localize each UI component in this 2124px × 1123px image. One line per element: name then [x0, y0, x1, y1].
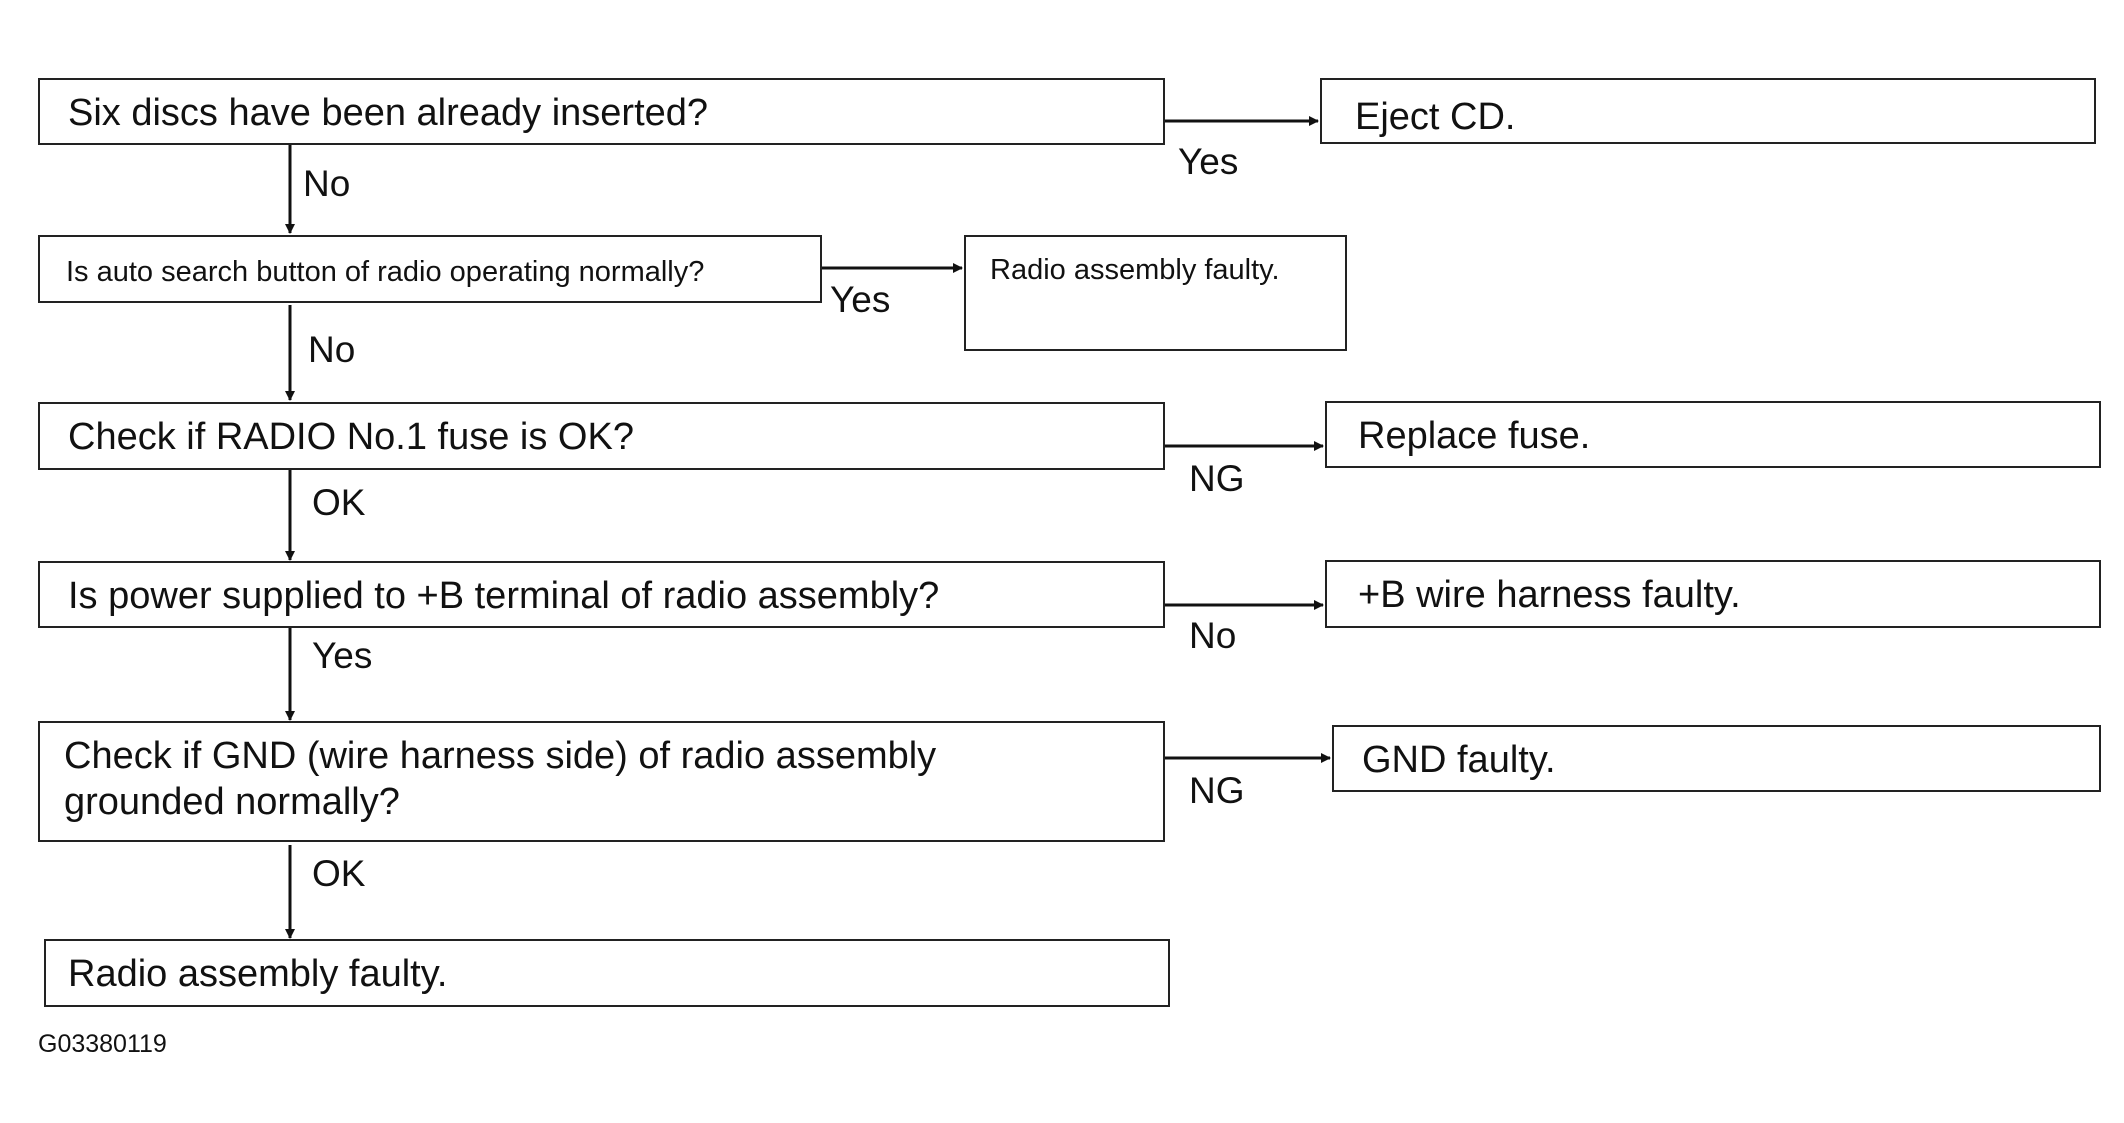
label-q4-side: No: [1189, 615, 1237, 656]
label-q5-down: OK: [312, 853, 366, 894]
result-box-r3: Replace fuse.: [1325, 401, 2101, 468]
decision-text-line-2: grounded normally?: [64, 781, 400, 823]
result-text: Radio assembly faulty.: [68, 953, 448, 995]
decision-text: Check if RADIO No.1 fuse is OK?: [68, 416, 634, 458]
result-box-final: Radio assembly faulty.: [44, 939, 1170, 1007]
result-box-r2: Radio assembly faulty.: [964, 235, 1347, 351]
label-q1-down: No: [303, 163, 351, 204]
result-box-r4: +B wire harness faulty.: [1325, 560, 2101, 628]
decision-box-q1: Six discs have been already inserted?: [38, 78, 1165, 145]
label-q2-down: No: [308, 329, 356, 370]
result-text: Replace fuse.: [1358, 415, 1591, 457]
result-text: Eject CD.: [1355, 96, 1516, 138]
decision-box-q5: Check if GND (wire harness side) of radi…: [38, 721, 1165, 842]
result-text: Radio assembly faulty.: [990, 254, 1280, 286]
decision-box-q4: Is power supplied to +B terminal of radi…: [38, 561, 1165, 628]
decision-text: Is auto search button of radio operating…: [66, 256, 705, 288]
label-q3-side: NG: [1189, 458, 1245, 499]
label-q1-side: Yes: [1178, 141, 1239, 182]
label-q4-down: Yes: [312, 635, 373, 676]
decision-text-line-1: Check if GND (wire harness side) of radi…: [64, 735, 937, 777]
result-box-r5: GND faulty.: [1332, 725, 2101, 792]
label-q5-side: NG: [1189, 770, 1245, 811]
label-q2-side: Yes: [830, 279, 891, 320]
decision-text: Six discs have been already inserted?: [68, 92, 709, 134]
result-text: +B wire harness faulty.: [1358, 574, 1741, 616]
result-box-r1: Eject CD.: [1320, 78, 2096, 144]
decision-box-q2: Is auto search button of radio operating…: [38, 235, 822, 303]
decision-box-q3: Check if RADIO No.1 fuse is OK?: [38, 402, 1165, 470]
figure-code: G03380119: [38, 1030, 167, 1058]
result-text: GND faulty.: [1362, 739, 1556, 781]
label-q3-down: OK: [312, 482, 366, 523]
decision-text: Is power supplied to +B terminal of radi…: [68, 575, 940, 617]
